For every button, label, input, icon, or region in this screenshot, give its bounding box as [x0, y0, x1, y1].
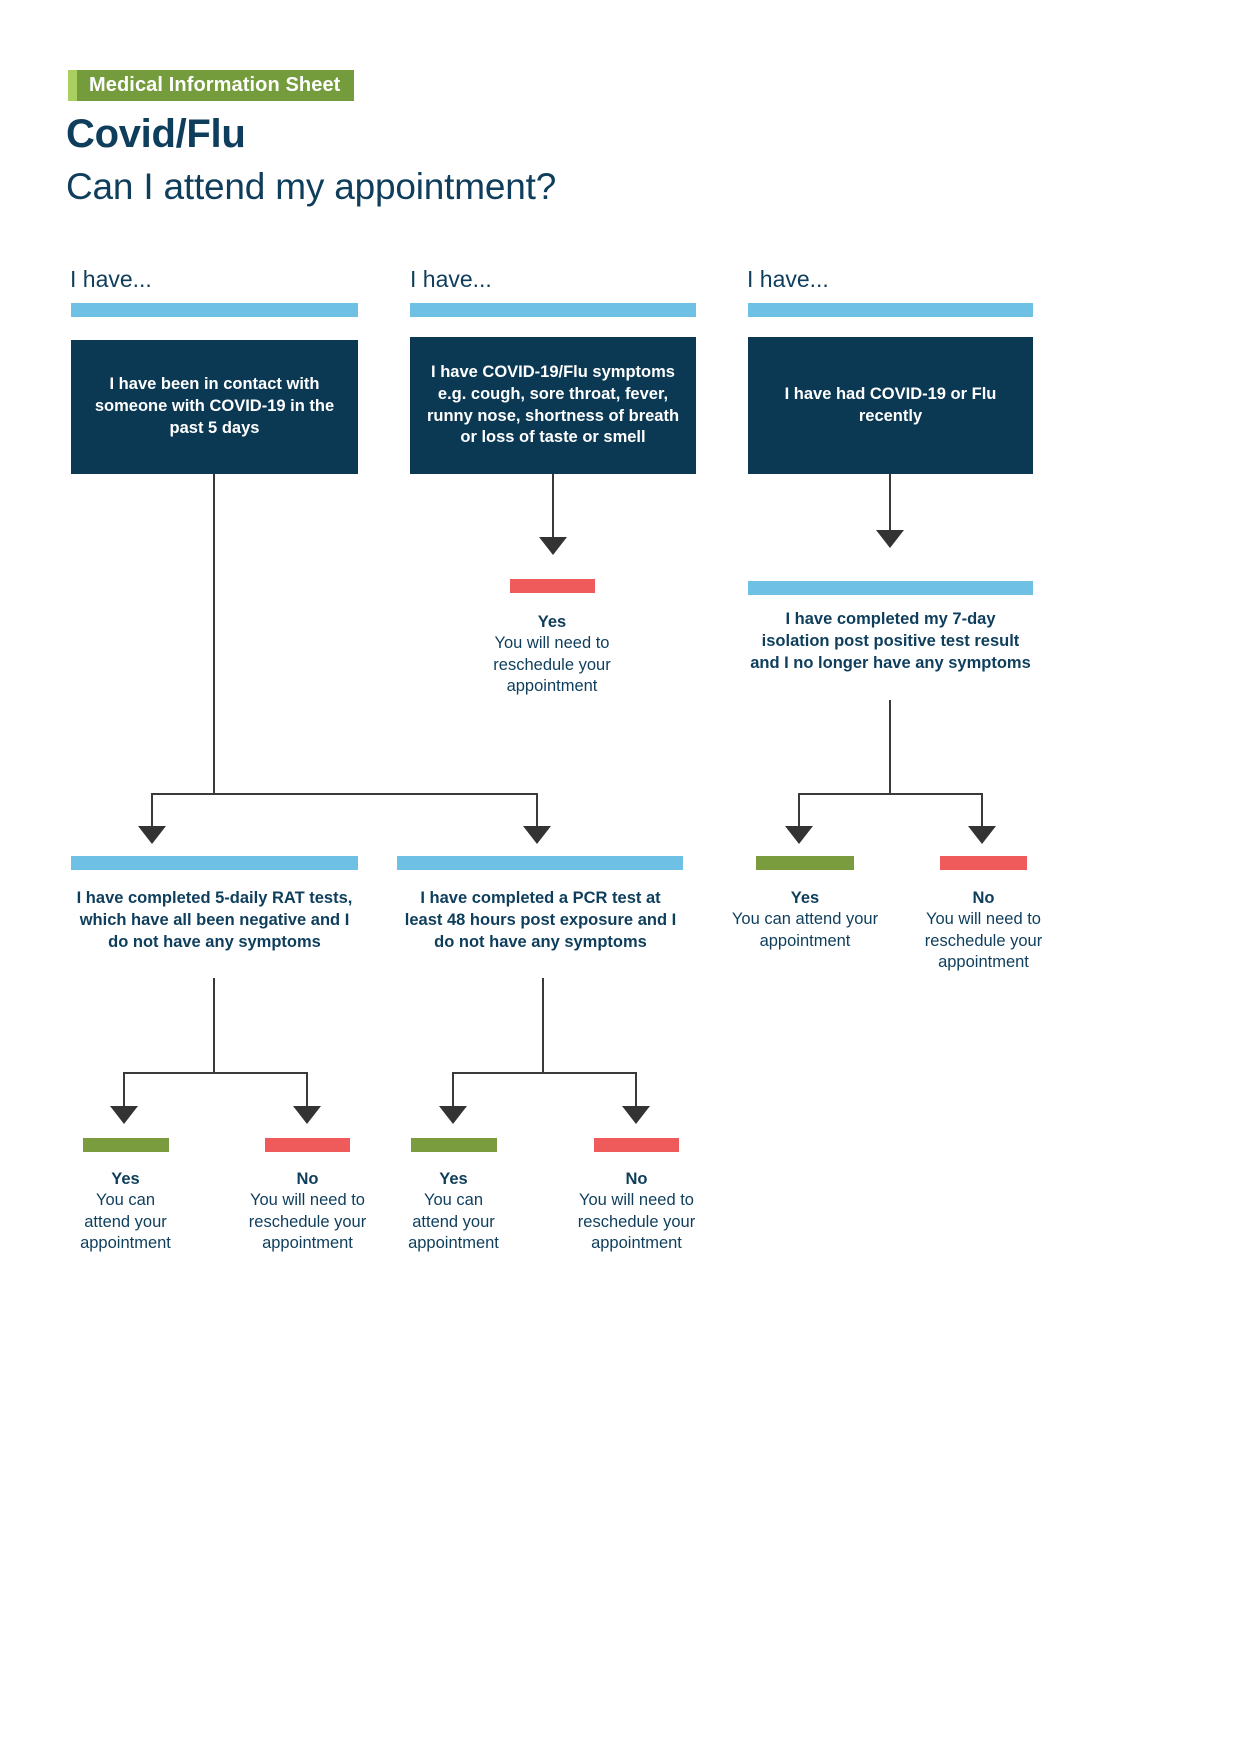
- outcome-pcr-yes-heading: Yes: [439, 1170, 468, 1188]
- node-isolation-text: I have completed my 7-day isolation post…: [750, 610, 1031, 672]
- connector-contact-split: [152, 793, 537, 795]
- outcome-rat-no: No You will need to reschedule your appo…: [232, 1169, 383, 1255]
- outcome-isolation-no-detail: You will need to reschedule your appoint…: [924, 910, 1043, 972]
- connector-pcr-stem: [542, 978, 544, 1073]
- arrow-to-symptoms-yes: [539, 537, 567, 555]
- outcome-symptoms-yes: Yes You will need to reschedule your app…: [462, 612, 642, 698]
- outcome-isolation-no-heading: No: [972, 889, 995, 907]
- page-subtitle: Can I attend my appointment?: [66, 166, 557, 207]
- accent-bar-right-column: [748, 303, 1033, 317]
- outcome-bar-isolation-yes: [756, 856, 854, 870]
- node-symptoms: I have COVID-19/Flu symptoms e.g. cough,…: [410, 337, 696, 474]
- outcome-pcr-yes-detail: You can attend your appointment: [408, 1191, 499, 1253]
- outcome-pcr-yes: Yes You can attend your appointment: [400, 1169, 507, 1255]
- outcome-bar-pcr-yes: [411, 1138, 497, 1152]
- column-heading-middle: I have...: [410, 266, 492, 292]
- outcome-isolation-yes-heading: Yes: [790, 889, 820, 907]
- connector-rat-stem: [213, 978, 215, 1073]
- outcome-isolation-yes-detail: You can attend your appointment: [731, 910, 879, 950]
- column-heading-left: I have...: [70, 266, 152, 292]
- outcome-bar-symptoms-yes: [510, 579, 595, 593]
- node-recent-text: I have had COVID-19 or Flu recently: [784, 384, 997, 425]
- arrow-to-isolation-no: [968, 826, 996, 844]
- outcome-bar-isolation-no: [940, 856, 1027, 870]
- outcome-rat-yes-heading: Yes: [111, 1170, 140, 1188]
- accent-bar-pcr: [397, 856, 683, 870]
- arrow-to-rat: [138, 826, 166, 844]
- outcome-isolation-no: No You will need to reschedule your appo…: [900, 888, 1067, 974]
- outcome-symptoms-yes-detail: You will need to reschedule your appoint…: [493, 634, 611, 696]
- connector-pcr-split: [453, 1072, 636, 1074]
- connector-rat-left-drop: [123, 1072, 125, 1110]
- connector-contact-right-drop: [536, 793, 538, 831]
- column-heading-right: I have...: [747, 266, 829, 292]
- connector-symptoms-stem: [552, 474, 554, 540]
- arrow-to-pcr: [523, 826, 551, 844]
- connector-pcr-right-drop: [635, 1072, 637, 1110]
- accent-bar-rat: [71, 856, 358, 870]
- connector-isolation-stem: [889, 700, 891, 795]
- outcome-pcr-no: No You will need to reschedule your appo…: [561, 1169, 712, 1255]
- connector-isolation-right-drop: [981, 793, 983, 831]
- node-pcr: I have completed a PCR test at least 48 …: [400, 888, 681, 954]
- connector-recent-stem: [889, 474, 891, 532]
- accent-bar-left-column: [71, 303, 358, 317]
- connector-contact-stem: [213, 474, 215, 794]
- arrow-to-isolation-yes: [785, 826, 813, 844]
- sheet-type-badge: Medical Information Sheet: [68, 70, 355, 101]
- arrow-to-pcr-no: [622, 1106, 650, 1124]
- connector-rat-split: [124, 1072, 307, 1074]
- outcome-rat-yes: Yes You can attend your appointment: [72, 1169, 179, 1255]
- outcome-rat-no-detail: You will need to reschedule your appoint…: [248, 1191, 367, 1253]
- badge-accent-bar: [68, 70, 77, 101]
- connector-rat-right-drop: [306, 1072, 308, 1110]
- badge-label: Medical Information Sheet: [89, 74, 341, 96]
- outcome-isolation-yes: Yes You can attend your appointment: [722, 888, 888, 952]
- arrow-to-rat-no: [293, 1106, 321, 1124]
- outcome-pcr-no-detail: You will need to reschedule your appoint…: [577, 1191, 696, 1253]
- connector-contact-left-drop: [151, 793, 153, 831]
- outcome-rat-no-heading: No: [296, 1170, 319, 1188]
- badge-body: Medical Information Sheet: [77, 70, 355, 101]
- outcome-bar-rat-yes: [83, 1138, 169, 1152]
- node-contact-text: I have been in contact with someone with…: [94, 375, 335, 437]
- accent-bar-middle-column: [410, 303, 696, 317]
- node-rat-text: I have completed 5-daily RAT tests, whic…: [76, 889, 353, 951]
- page-title: Covid/Flu: [66, 112, 246, 156]
- arrow-to-rat-yes: [110, 1106, 138, 1124]
- accent-bar-isolation: [748, 581, 1033, 595]
- arrow-to-pcr-yes: [439, 1106, 467, 1124]
- connector-isolation-left-drop: [798, 793, 800, 831]
- node-rat: I have completed 5-daily RAT tests, whic…: [73, 888, 356, 954]
- node-symptoms-text: I have COVID-19/Flu symptoms e.g. cough,…: [426, 362, 680, 447]
- node-pcr-text: I have completed a PCR test at least 48 …: [404, 889, 677, 951]
- outcome-symptoms-yes-heading: Yes: [537, 613, 567, 631]
- outcome-rat-yes-detail: You can attend your appointment: [80, 1191, 171, 1253]
- connector-isolation-split: [799, 793, 982, 795]
- outcome-bar-pcr-no: [594, 1138, 679, 1152]
- connector-pcr-left-drop: [452, 1072, 454, 1110]
- outcome-pcr-no-heading: No: [625, 1170, 648, 1188]
- outcome-bar-rat-no: [265, 1138, 350, 1152]
- node-contact: I have been in contact with someone with…: [71, 340, 358, 474]
- node-recent: I have had COVID-19 or Flu recently: [748, 337, 1033, 474]
- arrow-to-isolation: [876, 530, 904, 548]
- node-isolation: I have completed my 7-day isolation post…: [750, 609, 1031, 675]
